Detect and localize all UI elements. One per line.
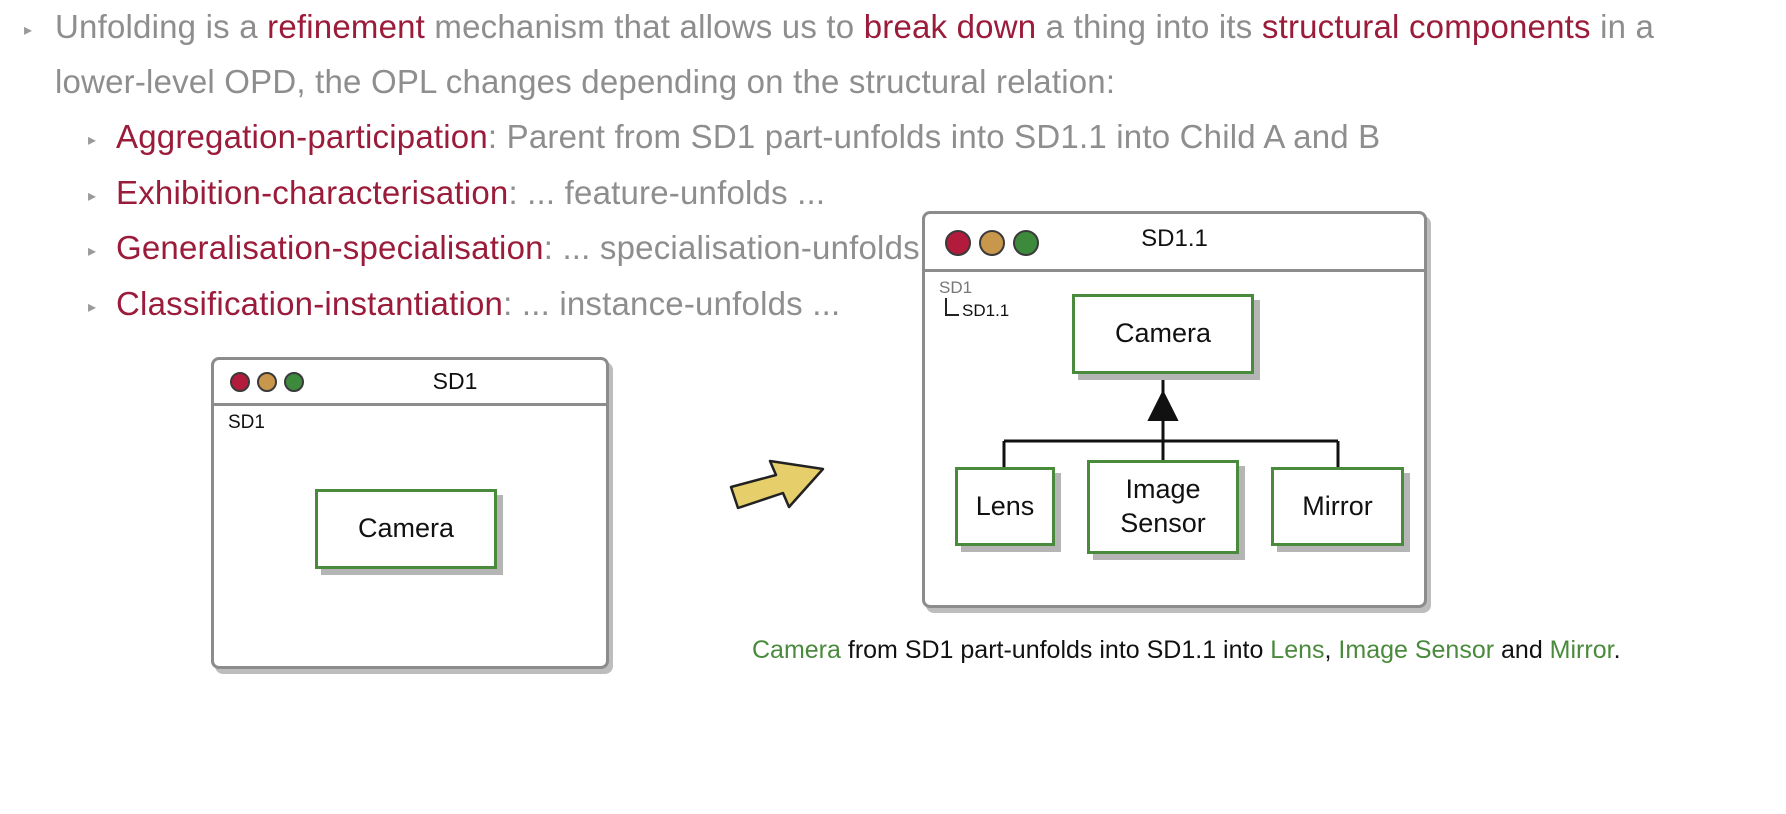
bullet-generalisation: Generalisation-specialisation: ... speci…	[116, 229, 958, 266]
sd11-tree-child[interactable]: SD1.1	[962, 301, 1010, 320]
opl-image-sensor[interactable]: Image Sensor	[1338, 636, 1495, 664]
sd11-window-title: SD1.1	[1141, 225, 1208, 252]
intro-line-2: lower-level OPD, the OPL changes dependi…	[55, 63, 1116, 100]
close-dot-icon[interactable]	[230, 372, 250, 392]
bullet-aggregation: Aggregation-participation: Parent from S…	[116, 118, 1381, 155]
opl-sentence: Camera from SD1 part-unfolds into SD1.1 …	[752, 636, 1621, 664]
sd11-titlebar: SD1.1	[925, 214, 1424, 272]
sd1-window: SD1 SD1 Camera	[211, 357, 609, 669]
image-sensor-object[interactable]: Image Sensor	[1087, 460, 1239, 554]
refinement-term: refinement	[267, 8, 426, 45]
minimize-dot-icon[interactable]	[979, 230, 1005, 256]
unfold-arrow-shape	[729, 459, 825, 510]
sd1-tree-root[interactable]: SD1	[228, 412, 265, 433]
opl-lens[interactable]: Lens	[1270, 636, 1325, 664]
close-dot-icon[interactable]	[945, 230, 971, 256]
mirror-object[interactable]: Mirror	[1271, 467, 1404, 546]
lens-object[interactable]: Lens	[955, 467, 1055, 546]
break-down-term: break down	[863, 8, 1037, 45]
bullet-marker: ▸	[88, 188, 97, 205]
bullet-marker: ▸	[24, 22, 33, 39]
bullet-exhibition: Exhibition-characterisation: ... feature…	[116, 174, 826, 211]
camera-whole-object[interactable]: Camera	[1072, 294, 1254, 374]
structural-components-term: structural components	[1261, 8, 1591, 45]
opl-camera[interactable]: Camera	[752, 636, 841, 664]
bullet-marker: ▸	[88, 243, 97, 260]
opl-mirror[interactable]: Mirror	[1549, 636, 1614, 664]
minimize-dot-icon[interactable]	[257, 372, 277, 392]
bullet-classification: Classification-instantiation: ... instan…	[116, 285, 841, 322]
sd11-tree-root[interactable]: SD1	[939, 278, 973, 297]
bullet-marker: ▸	[88, 132, 97, 149]
maximize-dot-icon[interactable]	[1013, 230, 1039, 256]
maximize-dot-icon[interactable]	[284, 372, 304, 392]
tree-branch-icon	[945, 298, 959, 316]
sd1-titlebar: SD1	[214, 360, 606, 406]
intro-line-1: Unfolding is a refinement mechanism that…	[55, 8, 1655, 45]
bullet-marker: ▸	[88, 299, 97, 316]
camera-object[interactable]: Camera	[315, 489, 497, 569]
sd1-window-title: SD1	[432, 368, 478, 394]
